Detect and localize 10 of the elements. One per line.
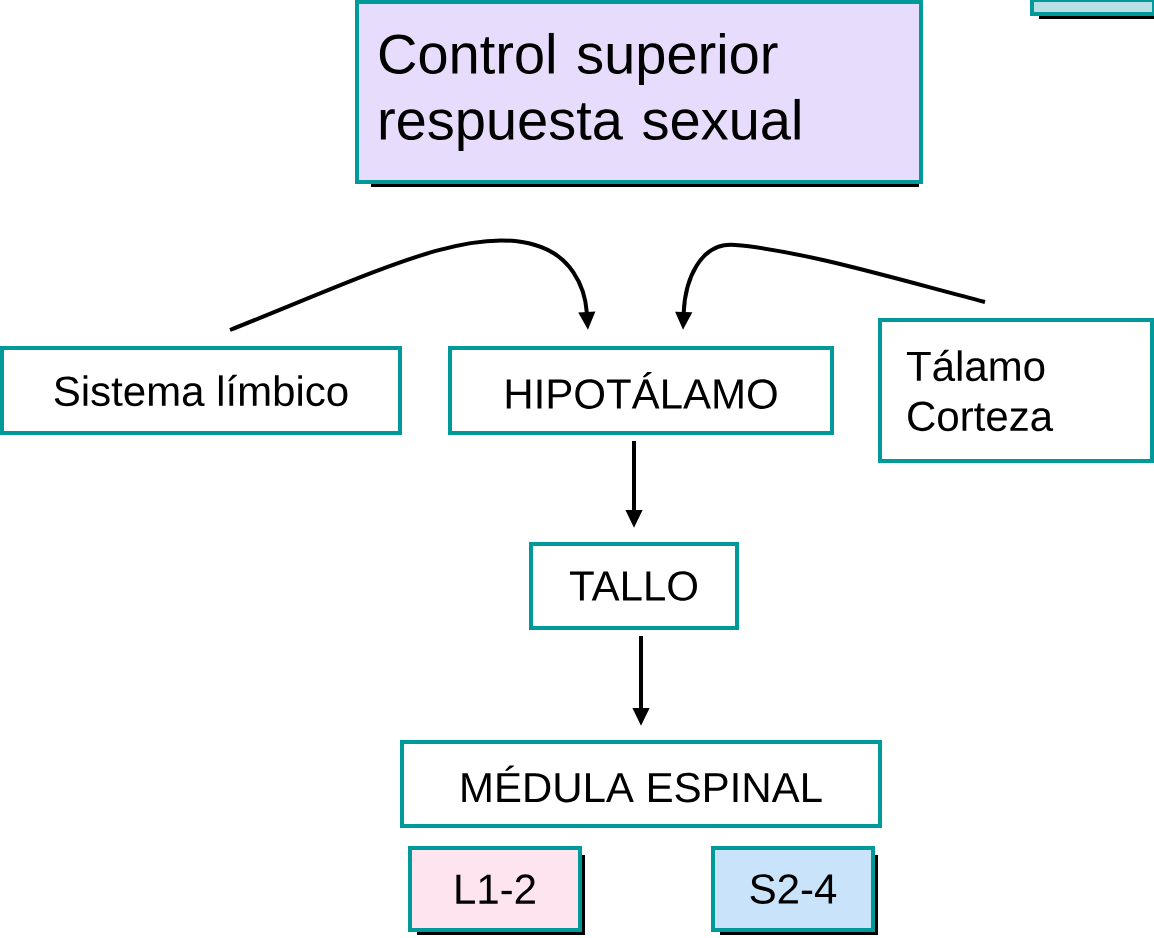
label-box: HIPOTÁLAMO <box>448 346 834 435</box>
label-box: Sistema límbico <box>0 346 402 435</box>
label-box: MÉDULA ESPINAL <box>400 740 882 828</box>
empty-box <box>1030 0 1154 19</box>
curved-arrow <box>229 238 596 332</box>
label-box: L1-2 <box>408 846 585 935</box>
label-box: TALLO <box>529 542 739 630</box>
label-box: Tálamo Corteza <box>878 318 1154 463</box>
label-box: S2-4 <box>711 846 878 935</box>
title-box: Control superior respuesta sexual <box>355 0 923 187</box>
